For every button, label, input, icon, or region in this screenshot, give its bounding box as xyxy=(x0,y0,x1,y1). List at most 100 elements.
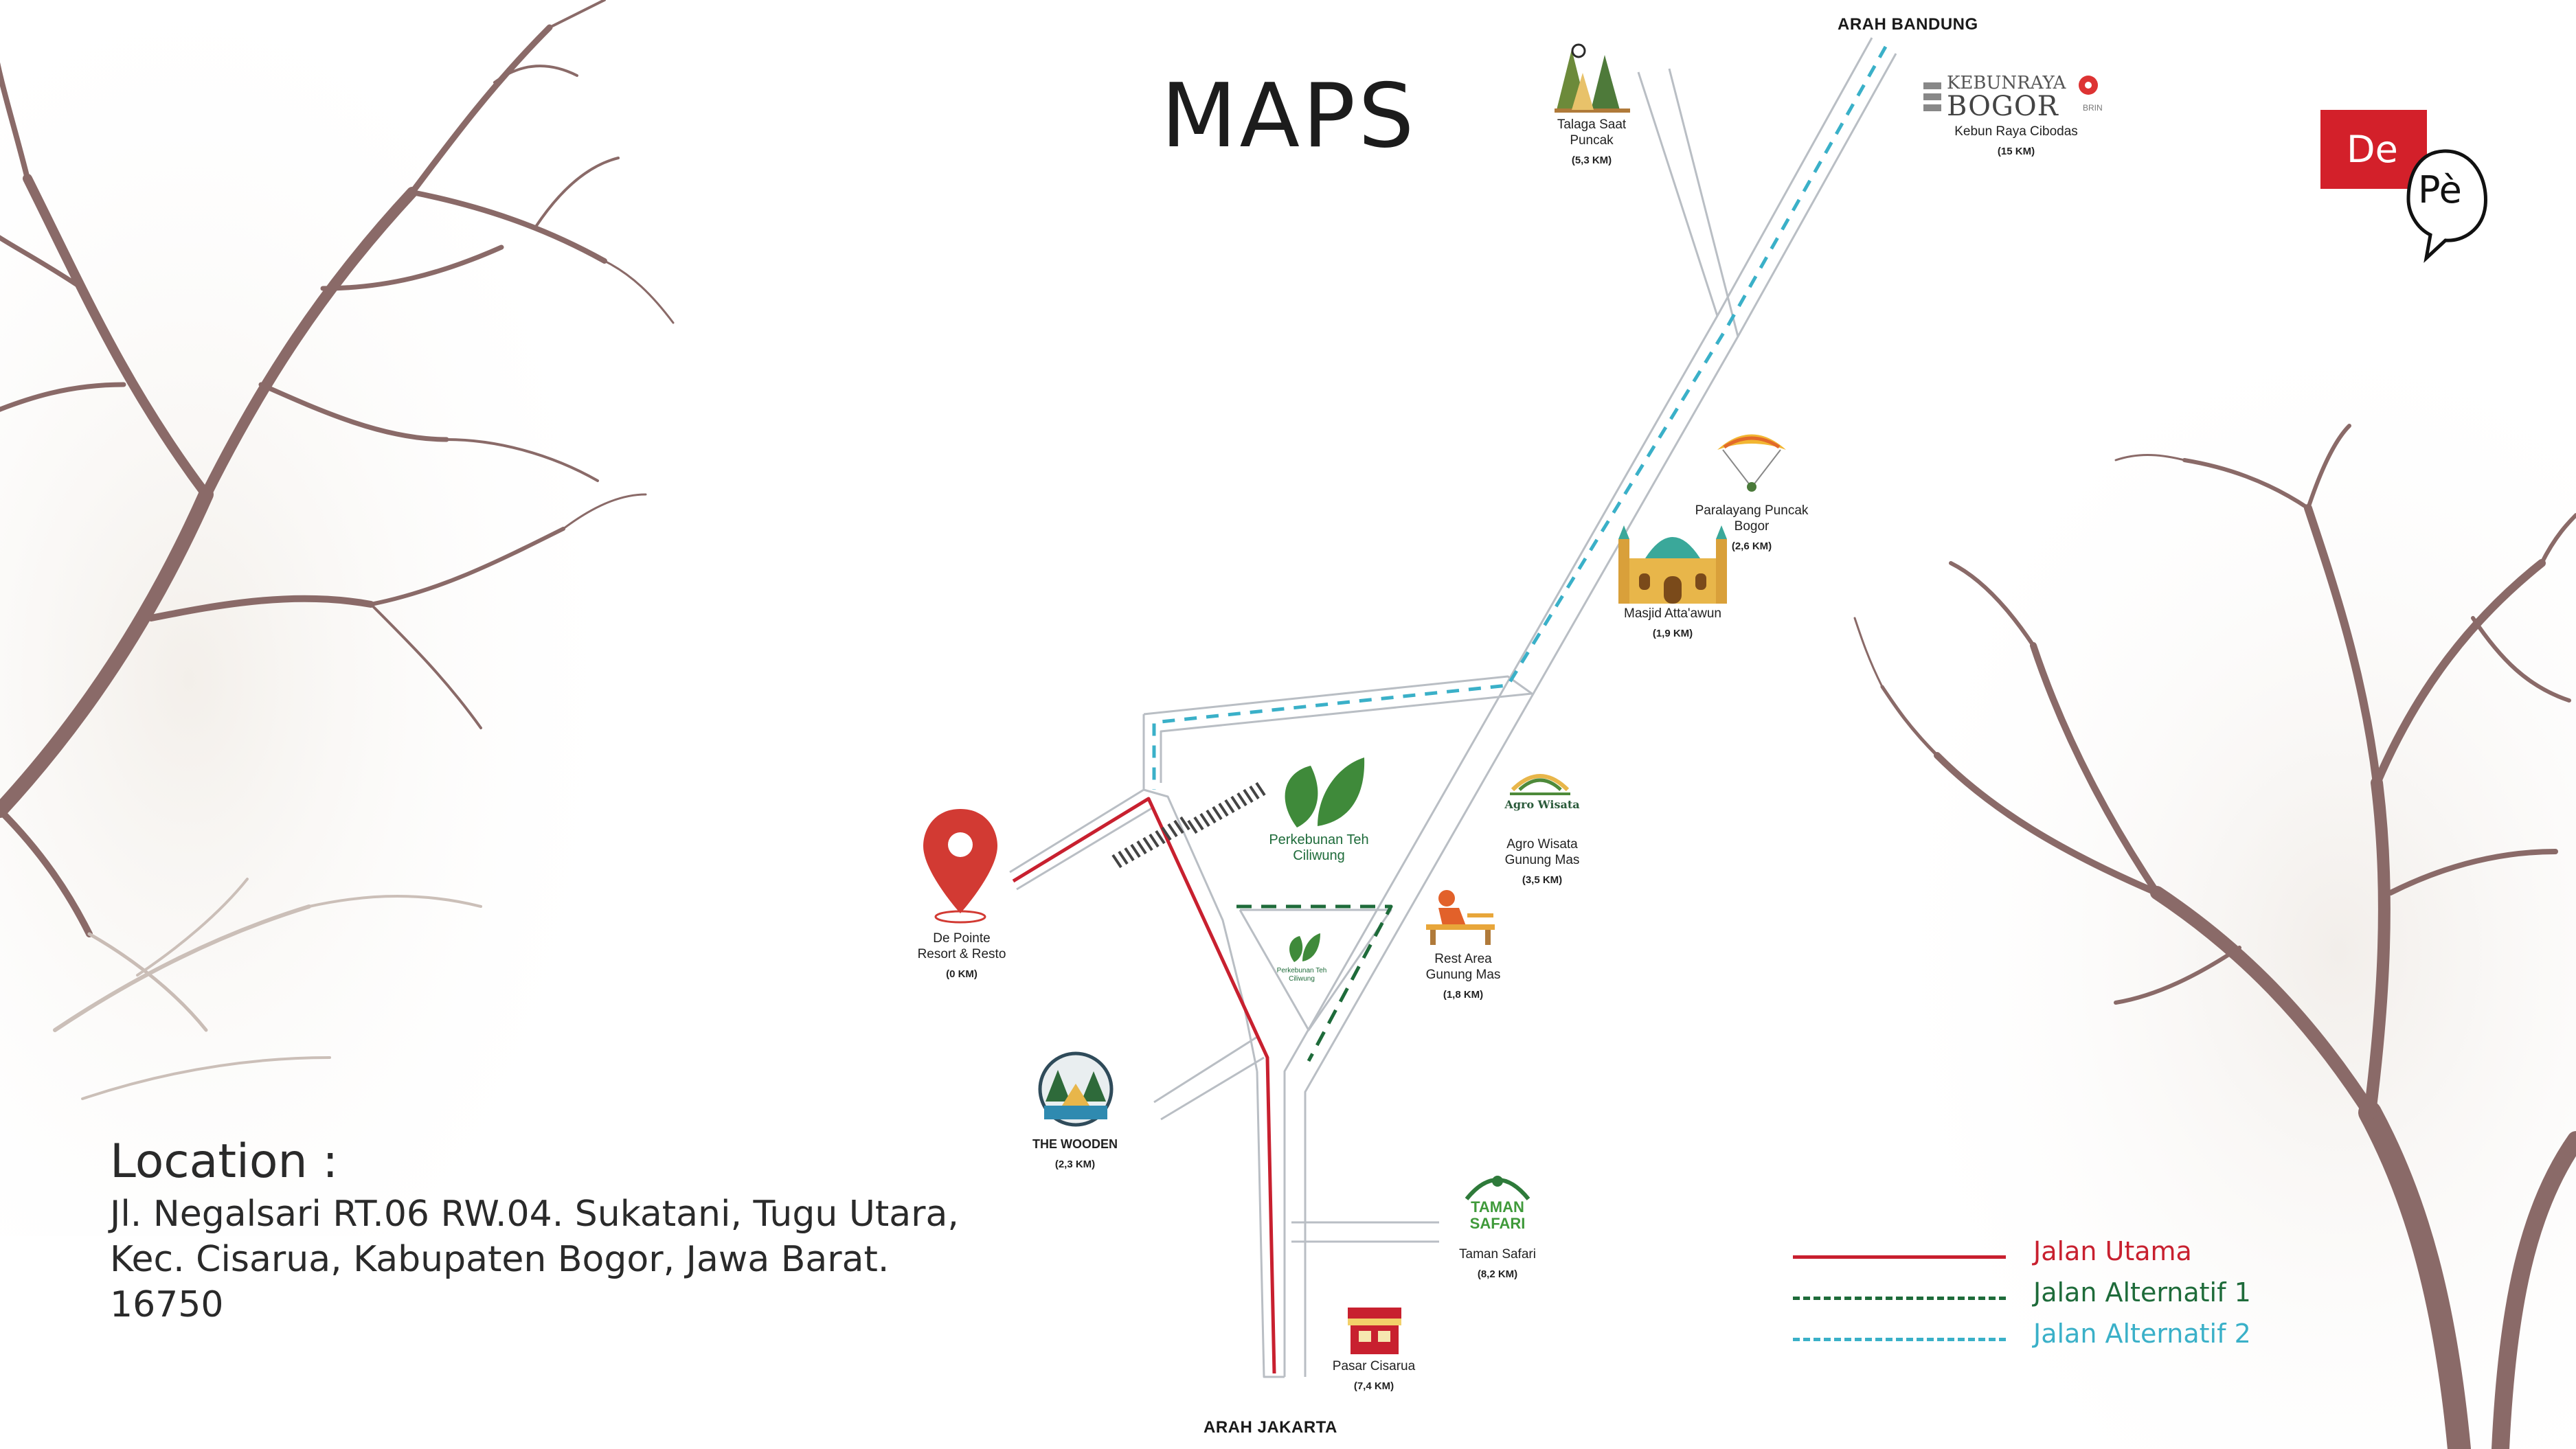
map-legend: Jalan Utama Jalan Alternatif 1 Jalan Alt… xyxy=(1793,1236,2301,1360)
taman-safari-logo-icon xyxy=(1465,1176,1530,1200)
kebun-brand-line1: KEBUNRAYA xyxy=(1947,73,2066,93)
poi-perkebunan-big-name2: Ciliwung xyxy=(1293,848,1345,863)
poi-masjid-distance: (1,9 KM) xyxy=(1652,628,1693,639)
poi-perkebunan-big-name: Perkebunan Teh xyxy=(1269,832,1369,847)
road-de-pointe-bottom xyxy=(1016,806,1155,891)
mosque-icon xyxy=(1618,525,1727,604)
poi-rest-distance: (1,8 KM) xyxy=(1443,989,1484,1001)
legend-swatch-main xyxy=(1793,1255,2006,1259)
road-network xyxy=(1009,37,1897,1378)
pine-trees-moon-icon xyxy=(1555,43,1630,113)
poi-kebun-name: Kebun Raya Cibodas xyxy=(1954,124,2078,139)
legend-swatch-alt2 xyxy=(1793,1338,2006,1341)
poi-paralayang: Paralayang Puncak Bogor (2,6 KM) xyxy=(1669,503,1834,554)
poi-kebun-distance: (15 KM) xyxy=(1997,146,2035,157)
poi-the-wooden: THE WOODEN (2,3 KM) xyxy=(1003,1137,1147,1172)
poi-de-pointe: De Pointe Resort & Resto (0 KM) xyxy=(886,931,1037,982)
poi-wooden-distance: (2,3 KM) xyxy=(1054,1159,1096,1170)
route-alternatif-1 xyxy=(1236,904,1393,1062)
left-tree-faded xyxy=(53,878,482,1100)
location-line-1: Jl. Negalsari RT.06 RW.04. Sukatani, Tug… xyxy=(110,1194,959,1235)
poi-talaga-name2: Puncak xyxy=(1570,133,1614,148)
poi-taman-name: Taman Safari xyxy=(1459,1247,1536,1262)
kebun-raya-logo-icon: KEBUNRAYA BOGOR BRIN xyxy=(1918,70,2110,125)
taman-safari-badge: TAMAN SAFARI xyxy=(1453,1199,1542,1232)
poi-talaga-name: Talaga Saat xyxy=(1557,117,1627,132)
poi-talaga-saat: Talaga Saat Puncak (5,3 KM) xyxy=(1519,117,1664,168)
road-wooden-bottom xyxy=(1160,1056,1265,1121)
legend-label-alt1: Jalan Alternatif 1 xyxy=(2033,1277,2251,1308)
poi-rest-name2: Gunung Mas xyxy=(1425,968,1501,982)
paraglider-icon xyxy=(1717,434,1786,492)
taman-badge-line1: TAMAN xyxy=(1471,1198,1524,1216)
tea-leaf-icon xyxy=(1285,757,1365,828)
location-heading: Location : xyxy=(110,1134,339,1189)
poi-rest-area: Rest Area Gunung Mas (1,8 KM) xyxy=(1381,951,1546,1003)
poi-wooden-name: THE WOODEN xyxy=(1032,1137,1118,1151)
legend-row-main: Jalan Utama xyxy=(1793,1236,2301,1277)
poi-masjid: Masjid Atta'awun (1,9 KM) xyxy=(1587,606,1759,641)
kebun-brand-suffix: BRIN xyxy=(2083,103,2103,113)
right-fog xyxy=(1786,343,2576,1449)
poi-de-pointe-name2: Resort & Resto xyxy=(917,947,1006,961)
location-line-2: Kec. Cisarua, Kabupaten Bogor, Jawa Bara… xyxy=(110,1239,890,1280)
poi-perkebunan-big: Perkebunan Teh Ciliwung xyxy=(1230,832,1408,864)
market-stall-icon xyxy=(1348,1308,1401,1354)
rail-symbol-left xyxy=(1111,816,1190,869)
route-jalan-utama xyxy=(1012,797,1276,1374)
road-south-end xyxy=(1256,1071,1285,1378)
poi-kebun-raya: Kebun Raya Cibodas (15 KM) xyxy=(1910,124,2123,159)
legend-label-main: Jalan Utama xyxy=(2033,1236,2192,1266)
brand-logo-pe: Pè xyxy=(2418,168,2462,212)
legend-row-alt2: Jalan Alternatif 2 xyxy=(1793,1319,2301,1360)
poi-agro-distance: (3,5 KM) xyxy=(1522,874,1563,886)
poi-masjid-name: Masjid Atta'awun xyxy=(1624,606,1721,621)
legend-row-alt1: Jalan Alternatif 1 xyxy=(1793,1277,2301,1319)
poi-taman-safari: Taman Safari (8,2 KM) xyxy=(1422,1246,1573,1282)
poi-rest-name: Rest Area xyxy=(1434,952,1492,966)
taman-badge-line2: SAFARI xyxy=(1469,1215,1526,1232)
poi-agro-name2: Gunung Mas xyxy=(1504,853,1580,867)
road-main-diagonal-right xyxy=(1304,53,1897,1377)
poi-agro-name: Agro Wisata xyxy=(1506,837,1578,852)
legend-swatch-alt1 xyxy=(1793,1297,2006,1300)
direction-south-label: ARAH JAKARTA xyxy=(1204,1418,1337,1437)
poi-de-pointe-name: De Pointe xyxy=(933,931,991,946)
legend-label-alt2: Jalan Alternatif 2 xyxy=(2033,1319,2251,1349)
poi-talaga-distance: (5,3 KM) xyxy=(1571,155,1612,166)
poi-agro-wisata: Agro Wisata Gunung Mas (3,5 KM) xyxy=(1463,836,1621,888)
direction-north-label: ARAH BANDUNG xyxy=(1838,15,1978,34)
location-line-3: 16750 xyxy=(110,1284,224,1325)
poi-taman-distance: (8,2 KM) xyxy=(1477,1268,1518,1280)
poi-pasar-name: Pasar Cisarua xyxy=(1332,1359,1416,1373)
road-north-branch-right xyxy=(1668,68,1739,337)
left-fog xyxy=(0,0,756,1236)
wooden-camp-icon xyxy=(1038,1051,1114,1127)
tea-leaf-icon xyxy=(1289,933,1320,962)
poi-paralayang-name: Paralayang Puncak xyxy=(1695,503,1809,518)
poi-perkebunan-small-name2: Ciliwung xyxy=(1289,975,1315,983)
poi-de-pointe-distance: (0 KM) xyxy=(946,968,978,980)
agro-wisata-logo-icon xyxy=(1510,774,1570,795)
poi-paralayang-name2: Bogor xyxy=(1734,519,1770,534)
road-de-pointe-top xyxy=(1009,788,1144,874)
poi-perkebunan-small: Perkebunan Teh Ciliwung xyxy=(1257,967,1346,983)
road-main-diagonal-left xyxy=(1283,37,1873,1377)
speech-bubble-icon xyxy=(2406,149,2487,263)
agro-wisata-badge: Agro Wisata xyxy=(1504,798,1580,811)
road-inner-triangle xyxy=(1239,909,1392,1031)
rail-symbol-right xyxy=(1187,781,1266,834)
road-wooden-top xyxy=(1153,1036,1258,1104)
poi-paralayang-distance: (2,6 KM) xyxy=(1731,540,1772,552)
page-title: MAPS xyxy=(1161,65,1417,168)
kebun-brand-line2: BOGOR xyxy=(1947,91,2059,122)
road-loop-top xyxy=(1143,675,1533,783)
brand-logo: De xyxy=(2320,110,2427,189)
poi-pasar-distance: (7,4 KM) xyxy=(1353,1380,1394,1392)
rest-area-person-icon xyxy=(1426,890,1495,945)
poi-perkebunan-small-name: Perkebunan Teh xyxy=(1276,967,1327,974)
right-tree-illustration xyxy=(1853,424,2576,1449)
location-block: Location : Jl. Negalsari RT.06 RW.04. Su… xyxy=(110,1134,959,1327)
